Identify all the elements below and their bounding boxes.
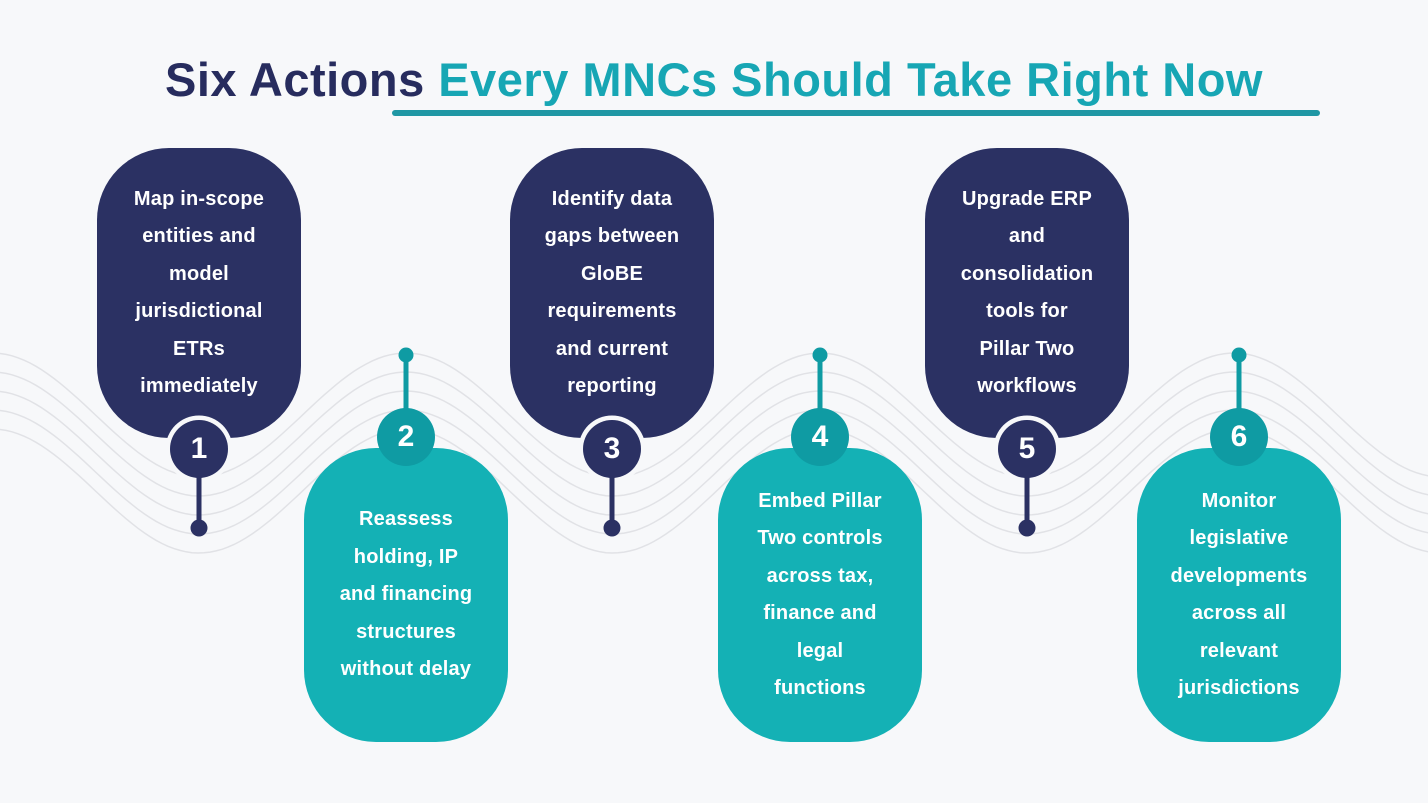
- action-card-6: Monitor legislative developments across …: [1137, 0, 1341, 803]
- action-card-4-text: Embed Pillar Two controls across tax, fi…: [757, 489, 883, 700]
- number-badge-4: 4: [791, 408, 849, 466]
- page-title-dark-part: Six Actions: [165, 53, 439, 106]
- action-card-1-bubble: Map in-scope entities and model jurisdic…: [97, 148, 301, 438]
- action-card-1-text: Map in-scope entities and model jurisdic…: [133, 187, 265, 398]
- action-card-2-bubble: Reassess holding, IP and financing struc…: [304, 448, 508, 742]
- action-card-5-text: Upgrade ERP and consolidation tools for …: [960, 187, 1094, 398]
- connector-dot-2: [398, 347, 414, 363]
- title-underline: [392, 110, 1320, 116]
- action-card-4-bubble: Embed Pillar Two controls across tax, fi…: [718, 448, 922, 742]
- connector-stem-3: [609, 449, 615, 528]
- connector-dot-6: [1231, 347, 1247, 363]
- connector-stem-4: [817, 355, 823, 437]
- connector-dot-1: [190, 519, 208, 537]
- action-card-3-text: Identify data gaps between GloBE require…: [544, 187, 680, 398]
- action-card-6-bubble: Monitor legislative developments across …: [1137, 448, 1341, 742]
- connector-dot-3: [603, 519, 621, 537]
- action-card-5: Upgrade ERP and consolidation tools for …: [925, 0, 1129, 803]
- number-badge-1: 1: [170, 420, 228, 478]
- connector-stem-2: [403, 355, 409, 437]
- page-title: Six Actions Every MNCs Should Take Right…: [0, 52, 1428, 108]
- connector-stem-5: [1024, 449, 1030, 528]
- connector-dot-4: [812, 347, 828, 363]
- action-card-1: Map in-scope entities and model jurisdic…: [97, 0, 301, 803]
- action-card-5-bubble: Upgrade ERP and consolidation tools for …: [925, 148, 1129, 438]
- connector-stem-6: [1236, 355, 1242, 437]
- action-card-6-text: Monitor legislative developments across …: [1170, 489, 1308, 700]
- number-badge-6: 6: [1210, 408, 1268, 466]
- connector-stem-1: [196, 449, 202, 528]
- action-card-2-text: Reassess holding, IP and financing struc…: [339, 508, 473, 681]
- connector-dot-5: [1018, 519, 1036, 537]
- action-card-3: Identify data gaps between GloBE require…: [510, 0, 714, 803]
- action-card-2: Reassess holding, IP and financing struc…: [304, 0, 508, 803]
- action-card-4: Embed Pillar Two controls across tax, fi…: [718, 0, 922, 803]
- action-card-3-bubble: Identify data gaps between GloBE require…: [510, 148, 714, 438]
- number-badge-2: 2: [377, 408, 435, 466]
- page-title-teal-part: Every MNCs Should Take Right Now: [438, 53, 1263, 106]
- number-badge-5: 5: [998, 420, 1056, 478]
- number-badge-3: 3: [583, 420, 641, 478]
